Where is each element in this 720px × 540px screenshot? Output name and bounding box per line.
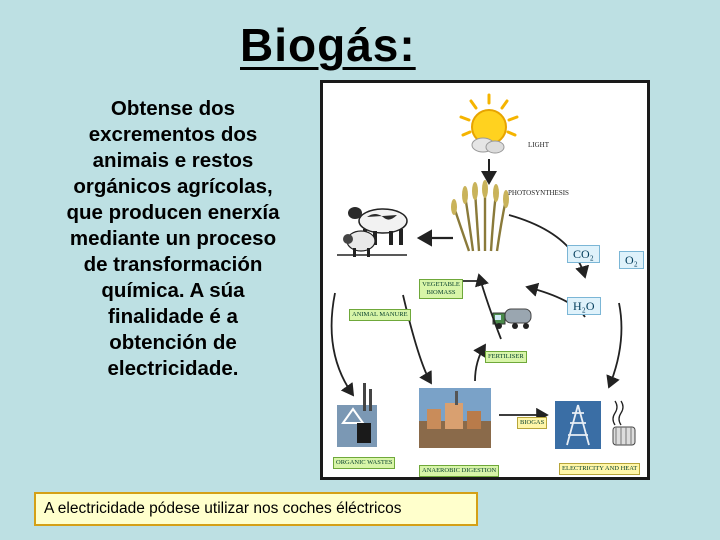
organic-waste-icon (337, 383, 377, 447)
co2-label: CO₂ (567, 245, 600, 263)
o2-label: O₂ (619, 251, 644, 269)
tanker-truck-icon (492, 308, 532, 329)
animal-manure-label: ANIMAL MANURE (349, 309, 411, 321)
cattle-icon (337, 207, 408, 257)
biogas-label: BIOGAS (517, 417, 548, 429)
description-text: Obtense dos excrementos dos animais e re… (66, 97, 280, 380)
light-label: LIGHT (528, 141, 549, 149)
digestion-plant-image (419, 388, 491, 448)
biogas-cycle-diagram: LIGHT PHOTOSYNTHESIS CO₂ O₂ H₂O VEGETABL… (320, 80, 650, 480)
sun-icon (459, 93, 519, 154)
vegetable-biomass-label: VEGETABLE BIOMASS (419, 279, 463, 299)
slide-title: Biogás: (240, 19, 416, 71)
fertiliser-label: FERTILISER (485, 351, 527, 363)
cycle-arrows (330, 214, 623, 423)
h2o-label: H₂O (567, 297, 601, 315)
footer-note: A electricidade pódese utilizar nos coch… (34, 492, 478, 526)
photosynthesis-label: PHOTOSYNTHESIS (508, 189, 569, 197)
power-pylon-icon (555, 400, 636, 449)
diagram-artwork (330, 93, 636, 449)
organic-wastes-label: ORGANIC WASTES (333, 457, 396, 469)
anaerobic-digestion-label: ANAEROBIC DIGESTION (419, 465, 500, 477)
electricity-and-heat-label: ELECTRICITY AND HEAT (559, 463, 641, 475)
